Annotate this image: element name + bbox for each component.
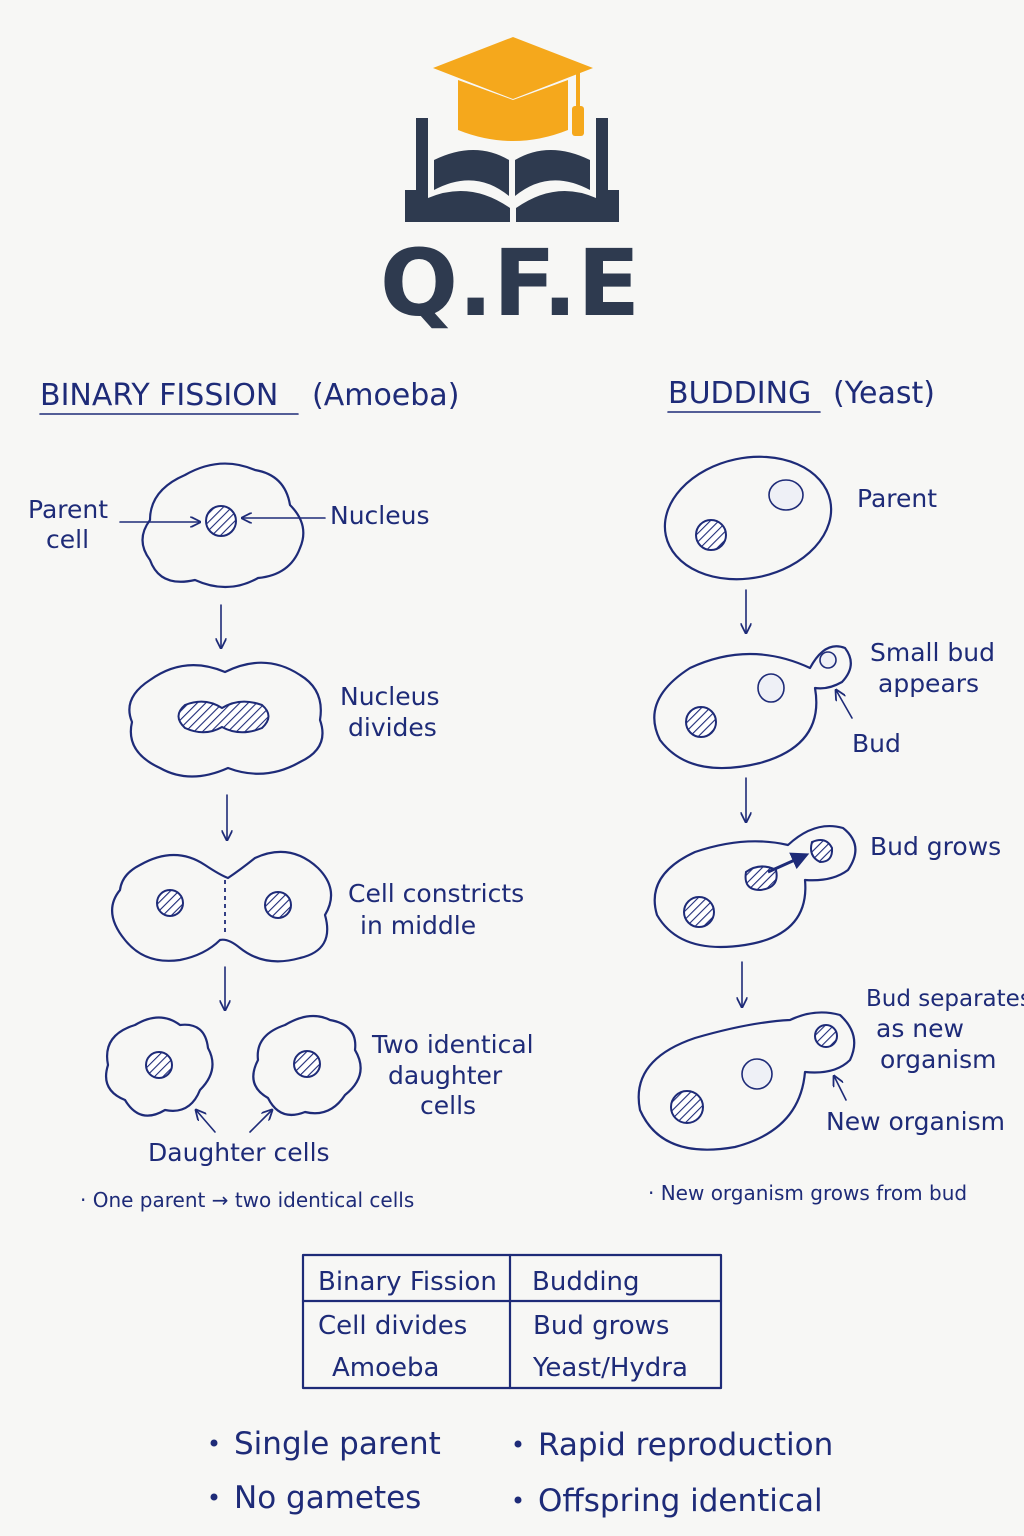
bullet-dot [210, 1493, 218, 1501]
nucleus [145, 1051, 173, 1079]
budding-heading: BUDDING [668, 376, 811, 411]
bullet-offspring-identical: Offspring identical [538, 1483, 823, 1519]
summary-bullets: Single parent No gametes Rapid reproduct… [210, 1426, 833, 1519]
two-identical-label-line1: Two identical [371, 1030, 534, 1059]
nucleus-right [264, 891, 292, 919]
bullet-no-gametes: No gametes [234, 1480, 421, 1516]
vacuole [741, 1058, 773, 1090]
budding-subheading: (Yeast) [833, 376, 935, 411]
nucleus-divides-label-line1: Nucleus [340, 682, 440, 711]
nucleus [695, 519, 727, 551]
nucleus-label: Nucleus [330, 501, 430, 530]
nucleus-left [156, 889, 184, 917]
separates-label-line1: Bud separates [866, 986, 1024, 1012]
nucleus [683, 896, 715, 928]
new-organism-pointer-arrow [834, 1076, 847, 1101]
yeast-bud-separating [637, 1011, 856, 1151]
budding-section: BUDDING (Yeast) Parent Small bud appears… [637, 376, 1024, 1205]
amoeba-constricting [111, 850, 333, 963]
bud-label: Bud [852, 729, 901, 758]
vacuole [768, 479, 804, 511]
bud-nucleus [814, 1024, 838, 1048]
separates-label-line2: as new [876, 1014, 964, 1043]
table-cell: Cell divides [318, 1311, 467, 1341]
parent-cell-label-line2: cell [46, 525, 89, 554]
binary-fission-subheading: (Amoeba) [312, 378, 459, 413]
bullet-rapid-reproduction: Rapid reproduction [538, 1427, 833, 1463]
table-header-binary-fission: Binary Fission [318, 1267, 497, 1297]
bullet-dot [514, 1496, 522, 1504]
qfe-logo: Q.F.E [380, 37, 640, 337]
constricts-label-line2: in middle [360, 911, 476, 940]
bullet-single-parent: Single parent [234, 1426, 441, 1462]
logo-text: Q.F.E [380, 230, 640, 337]
amoeba-parent-cell [141, 462, 305, 589]
binary-fission-note: · One parent → two identical cells [80, 1188, 414, 1212]
vacuole [757, 673, 785, 703]
nucleus-migration-arrow [767, 852, 810, 874]
yeast-bud-growing [653, 824, 857, 949]
yeast-small-bud [653, 645, 852, 770]
new-organism-label: New organism [826, 1107, 1005, 1136]
bud-grows-label: Bud grows [870, 832, 1001, 861]
dividing-nucleus [177, 700, 270, 734]
small-bud-label-line1: Small bud [870, 638, 995, 667]
two-identical-label-line2: daughter [388, 1061, 503, 1090]
budding-note: · New organism grows from bud [648, 1181, 967, 1205]
binary-fission-section: BINARY FISSION (Amoeba) Parent cell Nucl… [28, 378, 534, 1212]
daughter-cell-right [252, 1014, 362, 1116]
separates-label-line3: organism [880, 1045, 997, 1074]
daughter-cells-label: Daughter cells [148, 1138, 330, 1167]
graduation-cap-icon [433, 37, 593, 141]
daughter-cell-left [104, 1016, 214, 1117]
two-identical-label-line3: cells [420, 1091, 476, 1120]
bullet-dot [514, 1440, 522, 1448]
bud-nucleus [819, 651, 837, 669]
parent-cell-label-line1: Parent [28, 495, 108, 524]
table-cell: Amoeba [332, 1353, 439, 1383]
nucleus [205, 505, 237, 537]
table-cell: Bud grows [533, 1311, 669, 1341]
bud-nucleus [810, 839, 834, 864]
bud-pointer-arrow [836, 690, 853, 719]
bullet-dot [210, 1439, 218, 1447]
daughter-left-pointer-arrow [196, 1110, 216, 1133]
yeast-parent-cell [663, 455, 833, 581]
amoeba-nucleus-dividing [128, 661, 324, 778]
small-bud-label-line2: appears [878, 669, 979, 698]
constricts-label-line1: Cell constricts [348, 879, 524, 908]
table-cell: Yeast/Hydra [532, 1353, 688, 1383]
nucleus [670, 1090, 704, 1124]
comparison-table: Binary Fission Budding Cell divides Bud … [301, 1253, 723, 1390]
nucleus-divides-label-line2: divides [348, 713, 437, 742]
nucleus [293, 1050, 321, 1078]
parent-label: Parent [857, 484, 937, 513]
binary-fission-heading: BINARY FISSION [40, 378, 278, 413]
open-book-icon [405, 118, 619, 222]
nucleus [685, 706, 717, 738]
daughter-right-pointer-arrow [249, 1110, 272, 1133]
table-header-budding: Budding [532, 1267, 640, 1297]
